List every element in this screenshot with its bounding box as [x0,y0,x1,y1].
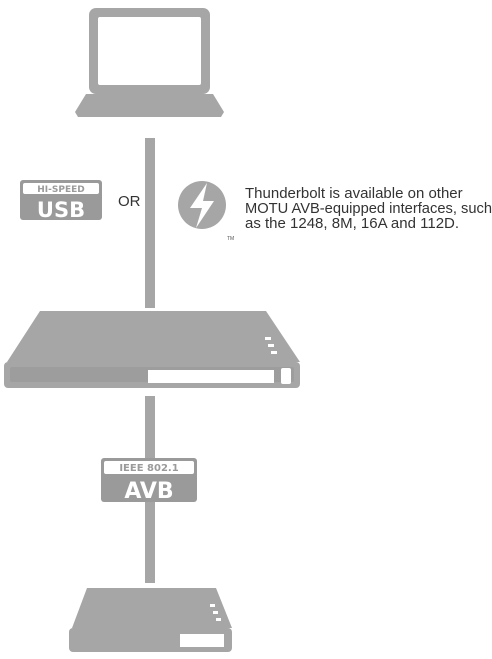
avb-badge: IEEE 802.1 AVB [101,458,197,504]
or-label: OR [118,193,141,210]
laptop-icon [75,8,224,117]
cable-upper [145,138,155,308]
avb-device [69,588,232,652]
thunderbolt-note-line-3: as the 1248, 8M, 16A and 112D. [245,215,459,232]
avb-badge-top-label: IEEE 802.1 [119,463,178,474]
thunderbolt-icon: TM [178,181,234,242]
usb-badge-main-label: USB [37,198,85,222]
thunderbolt-note-line-2: MOTU AVB-equipped interfaces, such [245,200,492,217]
usb-badge: HI-SPEED USB [20,180,102,222]
thunderbolt-note-line-1: Thunderbolt is available on other [245,185,463,202]
usb-badge-top-label: HI-SPEED [37,185,84,195]
trademark-mark: TM [227,236,234,242]
avb-badge-main-label: AVB [124,479,173,504]
rack-interface-device [4,311,300,388]
